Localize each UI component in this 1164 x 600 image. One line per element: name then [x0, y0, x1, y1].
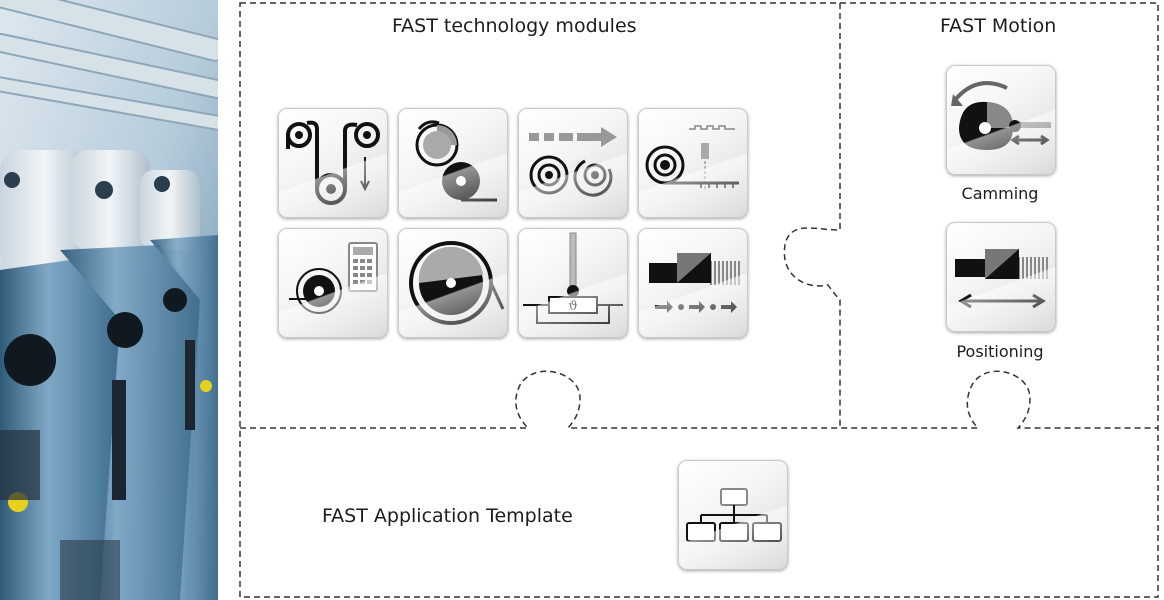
cross-cutter-icon[interactable] [518, 108, 628, 218]
flowchart-icon[interactable] [678, 460, 788, 570]
svg-text:ϑ: ϑ [568, 299, 577, 314]
dancer-icon[interactable] [278, 108, 388, 218]
flying-saw-icon[interactable] [638, 228, 748, 338]
register-control-icon[interactable] [638, 108, 748, 218]
positioning-icon[interactable] [946, 222, 1056, 332]
winder-icon[interactable] [398, 108, 508, 218]
textile-machine-photo [0, 0, 218, 600]
positioning-label: Positioning [956, 342, 1044, 361]
camming-label: Camming [961, 184, 1039, 203]
tension-calculator-icon[interactable] [278, 228, 388, 338]
temperature-control-icon[interactable]: ϑ [518, 228, 628, 338]
winder-diameter-icon[interactable] [398, 228, 508, 338]
motion-title: FAST Motion [940, 15, 1057, 37]
technology-modules-title: FAST technology modules [392, 15, 637, 37]
camming-icon[interactable] [946, 65, 1056, 175]
application-template-title: FAST Application Template [322, 505, 573, 527]
